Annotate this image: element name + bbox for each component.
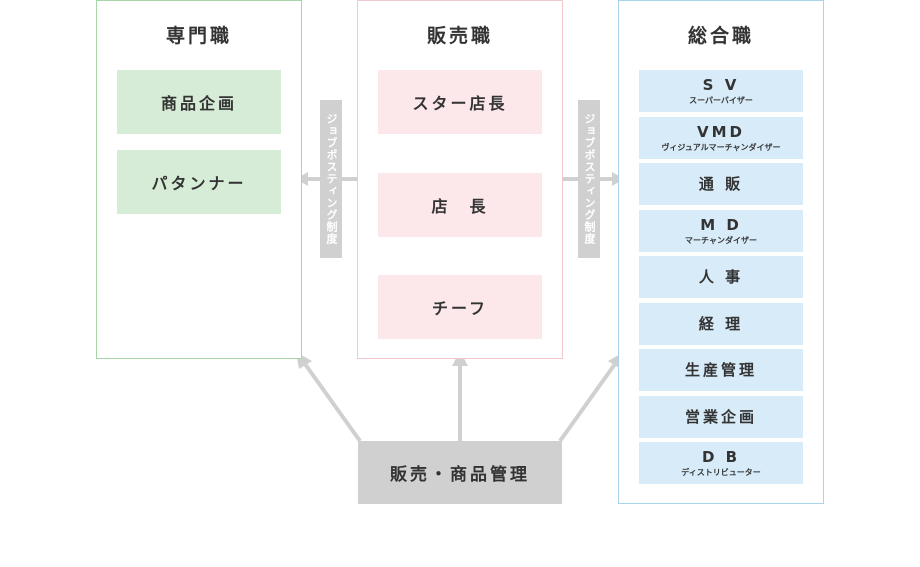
specialist-title: 専門職 bbox=[165, 25, 232, 47]
arrow-base-to-specialist bbox=[296, 352, 362, 443]
general-item-sv: S V スーパーバイザー bbox=[639, 70, 803, 112]
sales-item-star-manager: スター店長 bbox=[378, 70, 542, 134]
job-posting-label-left: ジョブポスティング制度 bbox=[320, 100, 342, 258]
arrow-base-to-general bbox=[558, 352, 624, 443]
general-item-sub: マーチャンダイザー bbox=[685, 235, 757, 245]
arrow-base-to-sales bbox=[452, 351, 468, 441]
sales-item-manager: 店 長 bbox=[378, 173, 542, 237]
general-item-main: S V bbox=[702, 75, 740, 94]
general-item-main: 経 理 bbox=[698, 314, 744, 333]
general-item-sub: ヴィジュアルマーチャンダイザー bbox=[661, 142, 781, 152]
specialist-item-product-planning: 商品企画 bbox=[117, 70, 281, 134]
base-sales-product-management: 販売・商品管理 bbox=[358, 441, 562, 504]
general-item-main: VMD bbox=[697, 122, 745, 141]
general-item-main: M D bbox=[700, 215, 742, 234]
general-item-hr: 人 事 bbox=[639, 256, 803, 298]
sales-item-chief: チーフ bbox=[378, 275, 542, 339]
specialist-item-patterner: パタンナー bbox=[117, 150, 281, 214]
general-item-sub: スーパーバイザー bbox=[689, 95, 753, 105]
specialist-column: 専門職 商品企画 パタンナー bbox=[96, 0, 302, 359]
general-item-mail-order: 通 販 bbox=[639, 163, 803, 205]
sales-title: 販売職 bbox=[426, 25, 493, 47]
job-posting-label-right: ジョブポスティング制度 bbox=[578, 100, 600, 258]
general-column: 総合職 S V スーパーバイザー VMD ヴィジュアルマーチャンダイザー 通 販… bbox=[618, 0, 824, 504]
general-item-accounting: 経 理 bbox=[639, 303, 803, 345]
general-item-main: D B bbox=[701, 447, 741, 466]
general-item-sales-planning: 営業企画 bbox=[639, 396, 803, 438]
sales-column: 販売職 スター店長 店 長 チーフ bbox=[357, 0, 563, 359]
general-item-production: 生産管理 bbox=[639, 349, 803, 391]
general-item-main: 営業企画 bbox=[684, 407, 757, 426]
general-item-md: M D マーチャンダイザー bbox=[639, 210, 803, 252]
general-item-main: 人 事 bbox=[698, 267, 744, 286]
general-item-db: D B ディストリビューター bbox=[639, 442, 803, 484]
general-item-vmd: VMD ヴィジュアルマーチャンダイザー bbox=[639, 117, 803, 159]
general-title: 総合職 bbox=[687, 25, 754, 47]
general-item-main: 通 販 bbox=[698, 174, 744, 193]
general-item-sub: ディストリビューター bbox=[681, 467, 761, 477]
general-item-main: 生産管理 bbox=[684, 360, 757, 379]
